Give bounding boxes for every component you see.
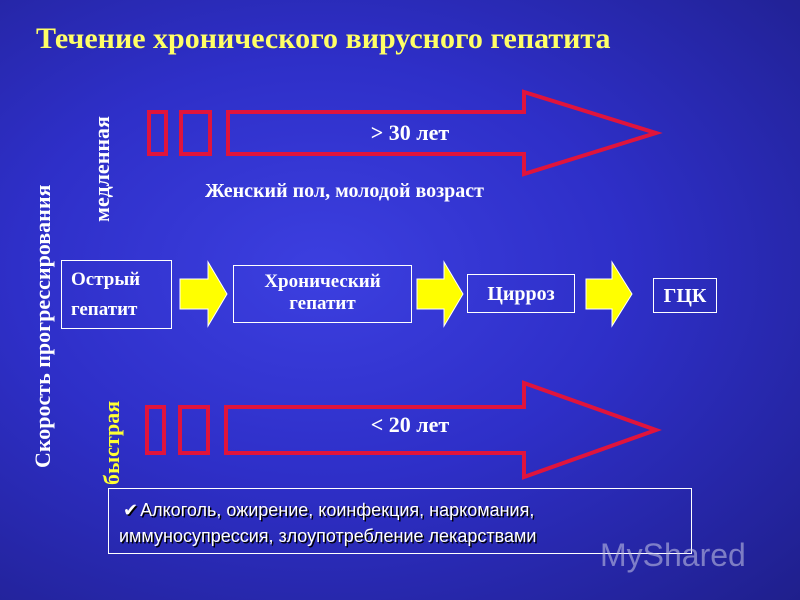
slow-arrow-stripe-2 [179, 110, 212, 156]
stage-arrow-1 [179, 260, 228, 328]
stage-cirrhosis: Цирроз [467, 274, 575, 313]
fast-arrow-body [224, 380, 662, 480]
slide-title: Течение хронического вирусного гепатита [36, 22, 611, 55]
fast-factors-line2: иммуносупрессия, злоупотребление лекарст… [119, 526, 537, 546]
check-icon: ✔ [123, 500, 139, 520]
stage-acute-hepatitis: Острый гепатит [61, 260, 172, 329]
watermark: MyShared [600, 537, 746, 573]
stage-chronic-line1: Хронический [264, 271, 381, 292]
fast-arrow-stripe-1 [145, 405, 166, 455]
stage-arrow-3 [585, 260, 633, 328]
fast-arrow-stripe-2 [178, 405, 210, 455]
stage-acute-line2: гепатит [71, 299, 138, 320]
slow-factors-text: Женский пол, молодой возраст [205, 180, 484, 202]
fast-duration-label: < 20 лет [370, 412, 450, 437]
stage-chronic-line2: гепатит [289, 293, 356, 314]
stage-chronic-hepatitis: Хронический гепатит [233, 265, 412, 323]
fast-factors-line1: ✔Алкоголь, ожирение, коинфекция, наркома… [123, 497, 534, 523]
fast-factors-line1-text: Алкоголь, ожирение, коинфекция, наркоман… [140, 500, 535, 520]
slow-arrow-body [226, 89, 663, 177]
slow-duration-label: > 30 лет [370, 120, 450, 145]
stage-hcc: ГЦК [653, 278, 717, 313]
stage-acute-line1: Острый [71, 269, 141, 290]
stage-arrow-2 [416, 260, 464, 328]
slow-arrow-stripe-1 [147, 110, 168, 156]
fast-factors-box: ✔Алкоголь, ожирение, коинфекция, наркома… [108, 488, 692, 554]
